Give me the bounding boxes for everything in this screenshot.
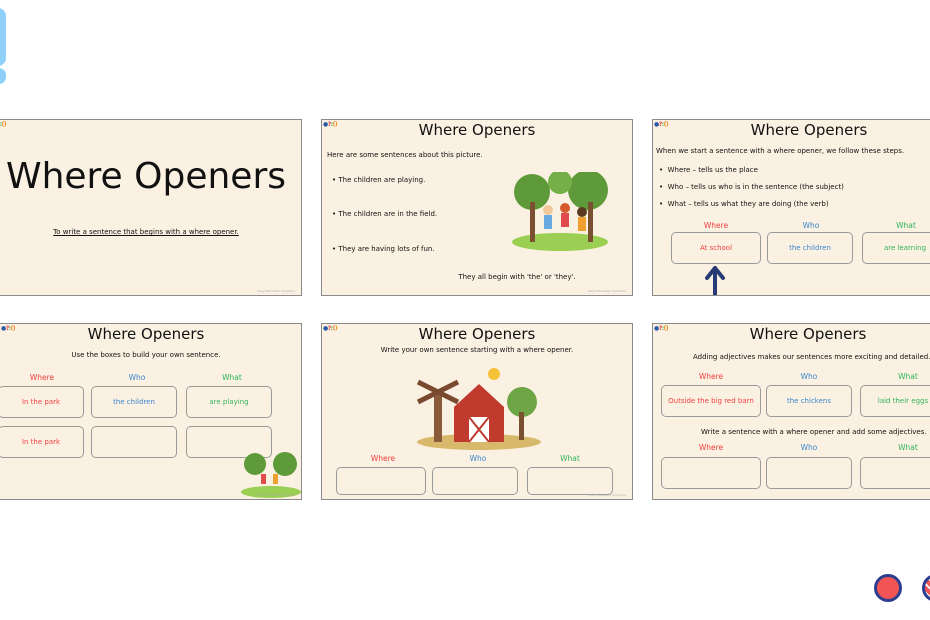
who-label: Who [800,372,818,381]
who-empty-box [432,467,518,495]
where-label: Where [370,454,396,463]
where-box: In the park [0,386,84,418]
who-box: the children [767,232,853,264]
who-label: Who [800,443,818,452]
bullet: • What – tells us what they are doing (t… [659,200,829,208]
bullet: • The children are in the field. [332,210,438,218]
slide-title: Where Openers [87,325,205,343]
bullet: • Where – tells us the place [659,166,758,174]
slide-1-thumbnail[interactable]: ●?:() Where Openers To write a sentence … [0,119,302,296]
where-label: Where [698,372,724,381]
slide-title: Where Openers [418,325,536,343]
logo: ●?:() [654,325,669,332]
logo: ●?:() [654,121,669,128]
what-box: are learning [862,232,930,264]
who-label: Who [469,454,487,463]
who-box: the children [91,386,177,418]
carousel-dot-active[interactable] [874,574,902,602]
exclamation-mark-decoration [0,8,6,66]
who-label: Who [802,221,820,230]
arrow-up-icon [705,266,725,295]
slide-title: Where Openers [418,121,536,139]
what-box: laid their eggs [860,385,930,417]
what-label: What [896,221,916,230]
intro-text: Here are some sentences about this pictu… [327,151,483,159]
farm-barn-picture [416,368,541,450]
where-label: Where [29,373,55,382]
slide-subtitle: To write a sentence that begins with a w… [53,228,239,236]
logo: ●?:() [323,121,338,128]
where-box: In the park [0,426,84,458]
logo: ●?:() [323,325,338,332]
intro-text: When we start a sentence with a where op… [656,147,905,155]
children-playing-picture [241,452,301,498]
where-box: At school [671,232,761,264]
intro-text: Write your own sentence starting with a … [380,346,574,354]
slide-5-thumbnail[interactable]: ●?:() Where Openers Write your own sente… [321,323,633,500]
what-label: What [222,373,242,382]
intro-text: Adding adjectives makes our sentences mo… [693,353,930,361]
what-empty-box [860,457,930,489]
slide-title: Where Openers [750,121,868,139]
carousel-dot[interactable] [922,574,930,602]
where-label: Where [703,221,729,230]
where-box: Outside the big red barn [661,385,761,417]
exclamation-dot-decoration [0,68,6,84]
slide-2-thumbnail[interactable]: ●?:() Where Openers Here are some senten… [321,119,633,296]
bullet: • The children are playing. [332,176,426,184]
logo: ●?:() [1,325,16,332]
intro-text: Use the boxes to build your own sentence… [71,351,221,359]
closing-text: They all begin with 'the' or 'they'. [458,273,576,281]
who-empty-box [766,457,852,489]
prompt-text: Write a sentence with a where opener and… [701,428,927,436]
what-box: are playing [186,386,272,418]
footer: Easy Education Solutions [588,493,626,497]
bullet: • They are having lots of fun. [332,245,435,253]
slide-6-thumbnail[interactable]: ●?:() Where Openers Adding adjectives ma… [652,323,930,500]
who-label: Who [128,373,146,382]
what-empty-box [186,426,272,458]
slide-title: Where Openers [749,325,867,343]
who-box: the chickens [766,385,852,417]
logo: ●?:() [0,121,7,128]
slide-title: Where Openers [5,156,287,197]
children-playing-picture [512,172,608,251]
what-label: What [898,372,918,381]
footer: Easy Education Solutions [257,289,295,293]
where-empty-box [336,467,426,495]
slide-4-thumbnail[interactable]: ●?:() Where Openers Use the boxes to bui… [0,323,302,500]
footer: Easy Education Solutions [588,289,626,293]
who-empty-box [91,426,177,458]
where-empty-box [661,457,761,489]
what-label: What [560,454,580,463]
where-label: Where [698,443,724,452]
what-empty-box [527,467,613,495]
footer: Easy Education Solutions [257,493,295,497]
slide-3-thumbnail[interactable]: ●?:() Where Openers When we start a sent… [652,119,930,296]
what-label: What [898,443,918,452]
bullet: • Who – tells us who is in the sentence … [659,183,844,191]
